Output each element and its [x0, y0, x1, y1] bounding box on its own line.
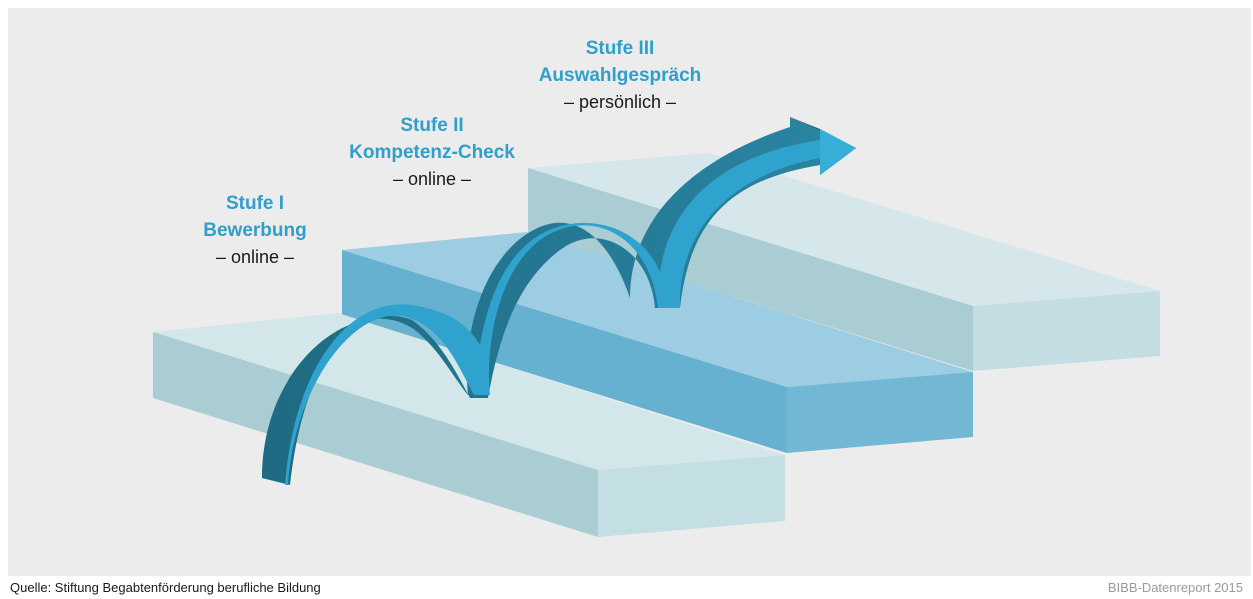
- report-brand: BIBB-Datenreport 2015: [1107, 580, 1243, 595]
- stage-3-label: Stufe III Auswahlgespräch – persönlich –: [510, 35, 730, 116]
- progress-arrow: [262, 117, 856, 485]
- stage-2-label: Stufe II Kompetenz-Check – online –: [322, 112, 542, 193]
- stage-3-title: Stufe III: [585, 38, 655, 59]
- stage-1-mode: – online –: [215, 247, 295, 267]
- stage-1-name: Bewerbung: [203, 220, 307, 241]
- stage-3-name: Auswahlgespräch: [538, 65, 702, 86]
- stage-1-label: Stufe I Bewerbung – online –: [180, 190, 330, 271]
- stage-2-mode: – online –: [392, 169, 472, 189]
- source-note: Quelle: Stiftung Begabtenförderung beruf…: [10, 580, 321, 595]
- stage-3-mode: – persönlich –: [563, 92, 677, 112]
- stage-2-title: Stufe II: [400, 115, 464, 136]
- stage-1-title: Stufe I: [225, 193, 285, 214]
- stage-2-name: Kompetenz-Check: [349, 142, 515, 163]
